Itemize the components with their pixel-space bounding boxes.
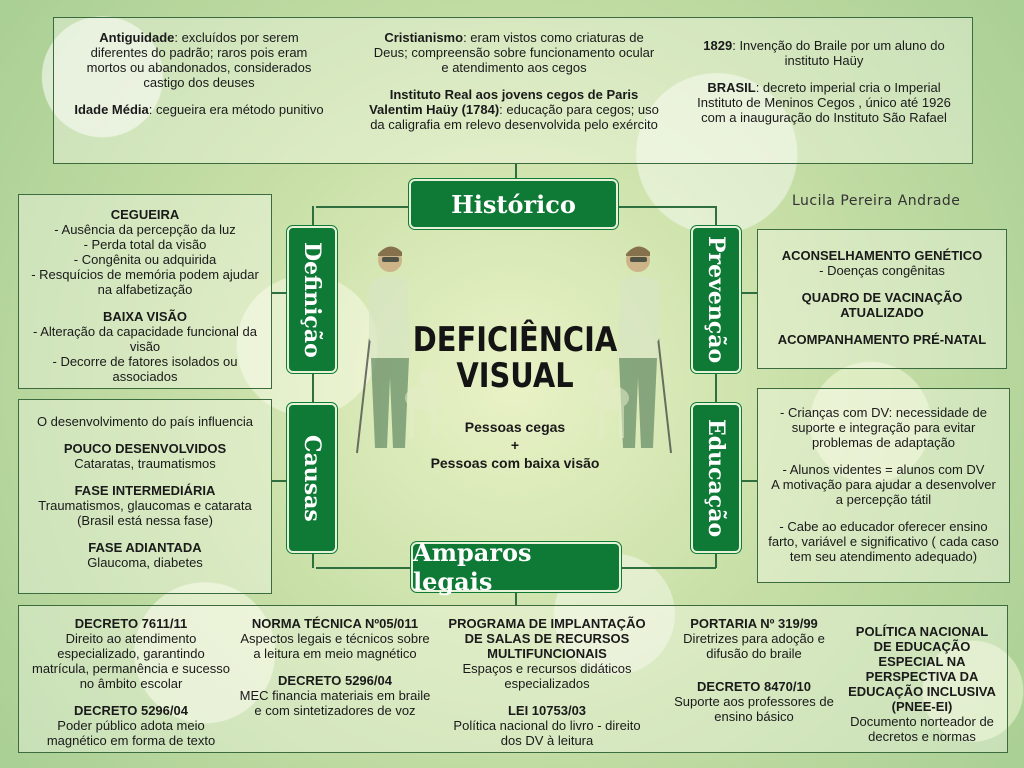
causas-intro: O desenvolvimento do país influencia [36, 414, 254, 429]
cristianismo-text: : eram vistos como criaturas de Deus; co… [373, 30, 655, 75]
baixa-visao-item: - Alteração da capacidade funcional da v… [32, 324, 258, 354]
fase-intermediaria-title: FASE INTERMEDIÁRIA [74, 483, 216, 498]
politica-nacional-text: Documento norteador de decretos e normas [850, 714, 994, 744]
year-1829-text: : Invenção do Braile por um aluno do ins… [732, 38, 945, 68]
fase-adiantada-title: FASE ADIANTADA [88, 540, 202, 555]
frame-left-bottom [312, 552, 314, 568]
lei-10753-text: Política nacional do livro - direito dos… [453, 718, 641, 748]
decreto-5296-mec-title: DECRETO 5296/04 [278, 673, 392, 688]
decreto-7611-text: Direito ao atendimento especializado, ga… [32, 631, 230, 691]
educacao-point-2-detail: A motivação para ajudar a desenvolver a … [771, 477, 996, 507]
programa-salas-text: Espaços e recursos didáticos especializa… [462, 661, 632, 691]
cegueira-item: - Ausência da percepção da luz [54, 222, 236, 237]
baixa-visao-title: BAIXA VISÃO [102, 309, 188, 324]
politica-nacional-title: POLÍTICA NACIONAL DE EDUCAÇÃO ESPECIAL N… [848, 624, 996, 714]
cegueira-item: - Congênita ou adquirida [73, 252, 217, 267]
connector-left-bottom [271, 480, 289, 482]
frame-right-mid [715, 372, 717, 404]
baixa-visao-item: - Decorre de fatores isolados ou associa… [52, 354, 238, 384]
amparos-box: DECRETO 7611/11 Direito ao atendimento e… [18, 605, 1008, 753]
prevencao-pill: Prevenção [691, 226, 741, 373]
educacao-point-3: - Cabe ao educador oferecer ensino farto… [768, 519, 999, 564]
year-1829-label: 1829 [703, 38, 733, 53]
decreto-5296-mec-text: MEC financia materiais em braile e com s… [239, 688, 431, 718]
educacao-point-1: - Crianças com DV: necessidade de suport… [780, 405, 987, 450]
amparos-pill: Amparos legais [411, 538, 621, 596]
frame-top-left [316, 206, 412, 208]
aconselhamento-text: - Doenças congênitas [819, 263, 945, 278]
aconselhamento-title: ACONSELHAMENTO GENÉTICO [781, 248, 983, 263]
norma-tecnica-text: Aspectos legais e técnicos sobre a leitu… [240, 631, 430, 661]
subtitle-line: Pessoas cegas [464, 419, 566, 435]
frame-left-mid [312, 372, 314, 404]
subtitle-line: + [510, 437, 520, 453]
brasil-label: BRASIL [707, 80, 756, 95]
historico-col-1: Antiguidade: excluídos por serem diferen… [74, 30, 324, 117]
connector-right-bottom [741, 480, 757, 482]
educacao-pill: Educação [691, 403, 741, 553]
lei-10753-title: LEI 10753/03 [507, 703, 587, 718]
educacao-point-2: - Alunos videntes = alunos com DV [782, 462, 985, 477]
definicao-box: CEGUEIRA - Ausência da percepção da luz … [18, 194, 272, 389]
frame-bottom-left [316, 567, 412, 569]
historico-pill: Histórico [409, 179, 618, 229]
frame-top-right [616, 206, 716, 208]
pouco-desenvolvidos-title: POUCO DESENVOLVIDOS [63, 441, 227, 456]
cegueira-item: - Resquícios de memória podem ajudar na … [31, 267, 259, 297]
instituto-real-text: : educação para cegos; uso da caligrafia… [370, 102, 659, 132]
decreto-8470-title: DECRETO 8470/10 [697, 679, 811, 694]
pouco-desenvolvidos-text: Cataratas, traumatismos [74, 456, 216, 471]
frame-left-top [312, 206, 314, 228]
cegueira-title: CEGUEIRA [110, 207, 180, 222]
causas-pill: Causas [287, 403, 337, 553]
brasil-text: : decreto imperial cria o Imperial Insti… [697, 80, 951, 125]
connector-right-top [741, 292, 757, 294]
idade-media-label: Idade Média [74, 102, 149, 117]
amparos-col-1: DECRETO 7611/11 Direito ao atendimento e… [31, 616, 231, 748]
amparos-col-5: POLÍTICA NACIONAL DE EDUCAÇÃO ESPECIAL N… [847, 624, 997, 744]
programa-salas-title: PROGRAMA DE IMPLANTAÇÃO DE SALAS DE RECU… [448, 616, 646, 661]
historico-col-3: 1829: Invenção do Braile por um aluno do… [694, 38, 954, 125]
antiguidade-text: : excluídos por serem diferentes do padr… [86, 30, 312, 90]
decreto-7611-title: DECRETO 7611/11 [74, 616, 188, 631]
blind-man-illustration-right [593, 246, 672, 454]
fase-intermediaria-text: Traumatismos, glaucomas e catarata (Bras… [38, 498, 252, 528]
amparos-col-4: PORTARIA Nº 319/99 Diretrizes para adoçã… [664, 616, 844, 724]
causas-box: O desenvolvimento do país influencia POU… [18, 399, 272, 594]
connector-top [515, 163, 517, 181]
frame-right-bottom [715, 552, 717, 568]
subtitle-line: Pessoas com baixa visão [430, 455, 600, 471]
fase-adiantada-text: Glaucoma, diabetes [87, 555, 203, 570]
cristianismo-label: Cristianismo [384, 30, 464, 45]
decreto-8470-text: Suporte aos professores de ensino básico [674, 694, 834, 724]
vacinacao-title: QUADRO DE VACINAÇÃO ATUALIZADO [801, 290, 963, 320]
connector-left-top [271, 292, 289, 294]
portaria-319-text: Diretrizes para adoção e difusão do brai… [683, 631, 825, 661]
pre-natal-title: ACOMPANHAMENTO PRÉ-NATAL [777, 332, 987, 347]
instituto-real-label: Instituto Real aos jovens cegos de Paris… [369, 87, 639, 117]
decreto-5296-text: Poder público adota meio magnético em fo… [46, 718, 216, 748]
frame-bottom-right [620, 567, 716, 569]
main-subtitle: Pessoas cegas + Pessoas com baixa visão [420, 418, 610, 472]
portaria-319-title: PORTARIA Nº 319/99 [690, 616, 818, 631]
antiguidade-label: Antiguidade [99, 30, 175, 45]
frame-right-top [715, 206, 717, 228]
cegueira-item: - Perda total da visão [83, 237, 207, 252]
idade-media-text: : cegueira era método punitivo [148, 102, 324, 117]
prevencao-box: ACONSELHAMENTO GENÉTICO - Doenças congên… [757, 229, 1007, 369]
blind-man-illustration-left [356, 246, 441, 454]
decreto-5296-title: DECRETO 5296/04 [74, 703, 188, 718]
connector-bottom [515, 588, 517, 606]
historico-col-2: Cristianismo: eram vistos como criaturas… [369, 30, 659, 132]
norma-tecnica-title: NORMA TÉCNICA Nº05/011 [251, 616, 419, 631]
author-name: Lucila Pereira Andrade [792, 193, 961, 209]
definicao-pill: Definição [287, 226, 337, 373]
main-title: DEFICIÊNCIA VISUAL [412, 320, 618, 396]
amparos-col-3: PROGRAMA DE IMPLANTAÇÃO DE SALAS DE RECU… [447, 616, 647, 748]
educacao-box: - Crianças com DV: necessidade de suport… [757, 388, 1010, 583]
historico-box: Antiguidade: excluídos por serem diferen… [53, 17, 973, 164]
amparos-col-2: NORMA TÉCNICA Nº05/011 Aspectos legais e… [237, 616, 433, 718]
